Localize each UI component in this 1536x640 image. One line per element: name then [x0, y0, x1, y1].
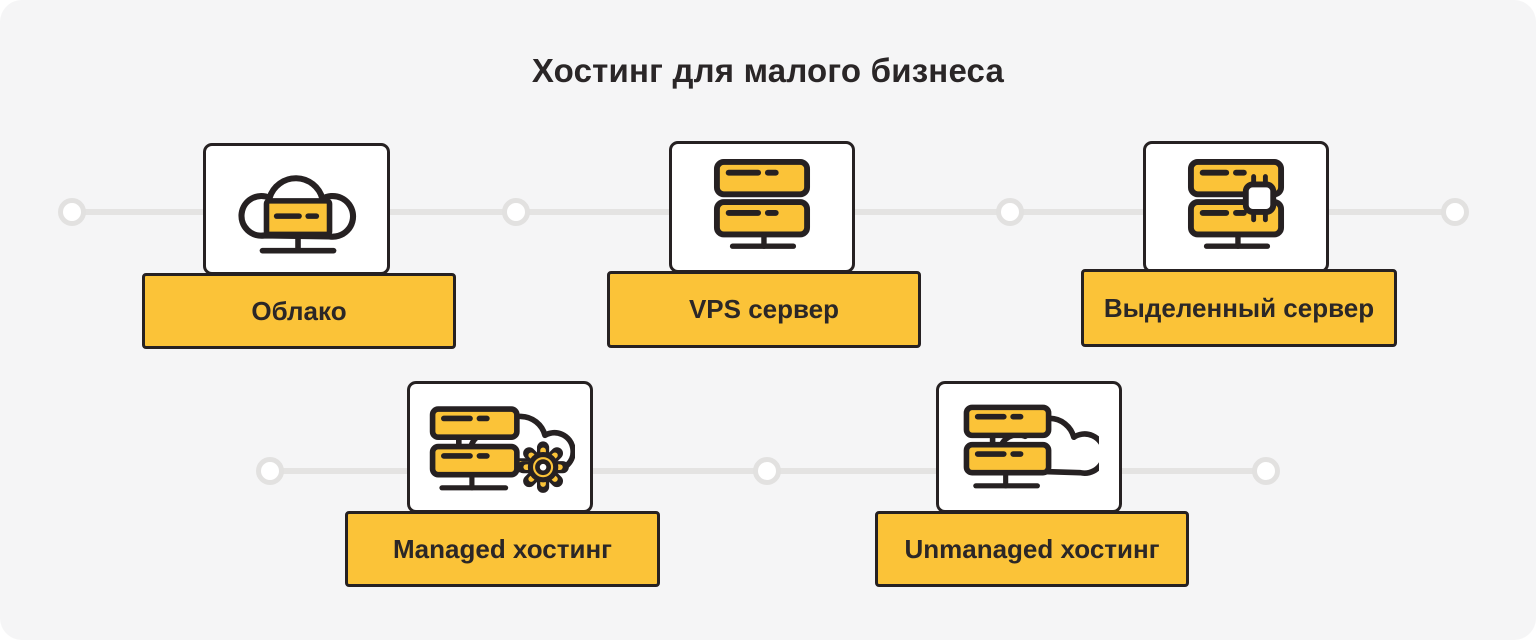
card-cloud-icon-box [203, 143, 390, 275]
card-unmanaged: Unmanaged хостинг [875, 381, 1189, 587]
card-vps-icon-box [669, 141, 855, 273]
card-vps: VPS сервер [607, 141, 921, 348]
connector-node [58, 198, 86, 226]
server-stack-icon [713, 158, 811, 249]
card-unmanaged-icon-box [936, 381, 1122, 513]
card-label: Unmanaged хостинг [904, 533, 1160, 564]
card-managed-icon-box [407, 381, 593, 513]
page-title: Хостинг для малого бизнеса [531, 52, 1005, 89]
card-label: Выделенный сервер [1103, 292, 1375, 323]
card-managed-label-bar: Managed хостинг [345, 511, 660, 587]
card-dedicated: Выделенный сервер [1081, 141, 1397, 347]
card-label: Облако [251, 295, 347, 326]
connector-node [996, 198, 1024, 226]
card-cloud: Облако [142, 143, 456, 350]
card-cloud-label-bar: Облако [142, 273, 456, 349]
server-cloud-icon [963, 404, 1099, 488]
server-cpu-icon [1187, 158, 1285, 249]
card-label: Managed хостинг [393, 533, 612, 564]
card-unmanaged-label-bar: Unmanaged хостинг [875, 511, 1189, 587]
cloud-server-icon [237, 175, 356, 254]
connector-node [256, 457, 284, 485]
connector-node [1441, 198, 1469, 226]
card-dedicated-label-bar: Выделенный сервер [1081, 269, 1397, 347]
card-label: VPS сервер [688, 294, 840, 324]
card-vps-label-bar: VPS сервер [607, 271, 921, 348]
connector-node [502, 198, 530, 226]
connector-node [753, 457, 781, 485]
connector-node [1252, 457, 1280, 485]
card-managed: Managed хостинг [345, 381, 660, 587]
server-cloud-gear-icon [429, 405, 575, 493]
card-dedicated-icon-box [1143, 141, 1329, 273]
